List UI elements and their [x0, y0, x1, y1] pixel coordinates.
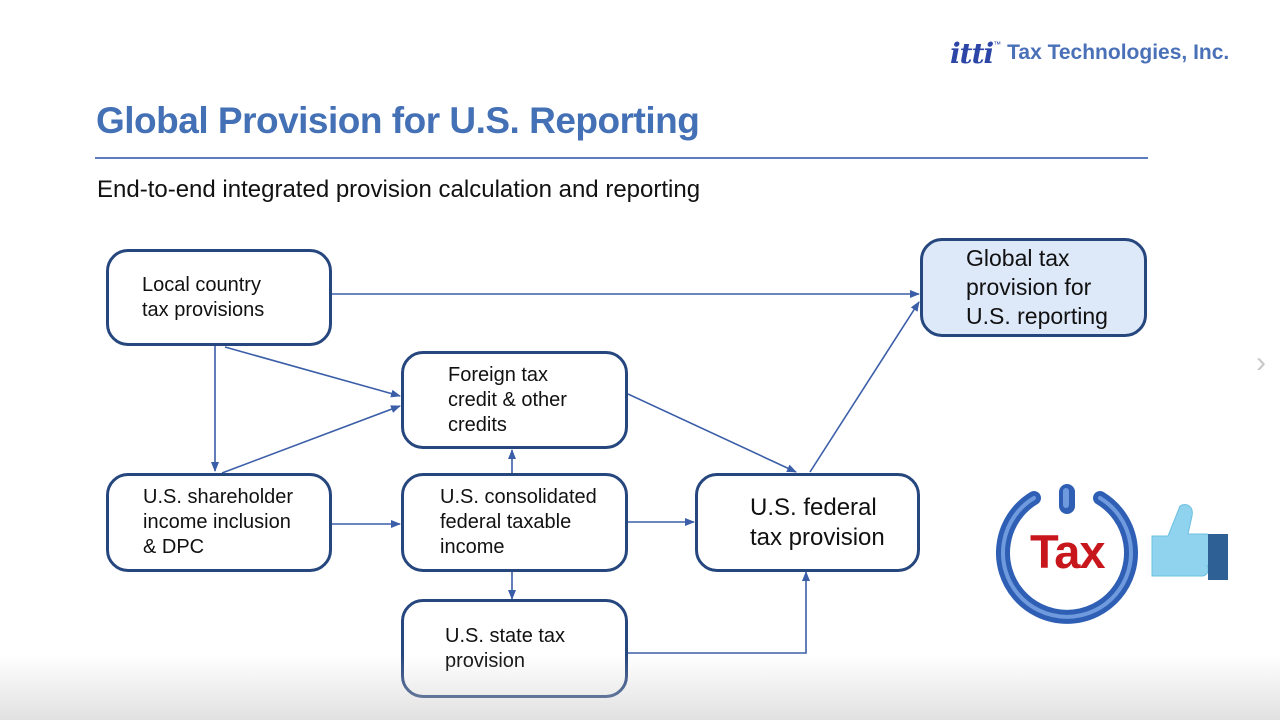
node-label: Local country tax provisions [142, 273, 265, 321]
logo-trademark: ™ [993, 40, 1002, 49]
arrow-foreign-to-federal [627, 393, 797, 473]
thumbs-up-icon [1151, 503, 1228, 580]
company-logo: itti ™ Tax Technologies, Inc. [950, 36, 1229, 70]
node-local-country-tax-provisions: Local country tax provisions [106, 249, 332, 346]
node-label: Global tax provision for U.S. reporting [966, 245, 1108, 329]
arrow-shareholder-to-foreign [221, 405, 401, 474]
node-us-consolidated-federal-taxable-income: U.S. consolidated federal taxable income [401, 473, 628, 572]
node-foreign-tax-credit: Foreign tax credit & other credits [401, 351, 628, 449]
tax-label: Tax [1030, 525, 1105, 578]
chevron-right-icon[interactable]: › [1256, 346, 1266, 379]
node-us-shareholder-income-inclusion: U.S. shareholder income inclusion & DPC [106, 473, 332, 572]
arrow-federal-to-global [809, 301, 920, 473]
arrow-state-to-federal [628, 571, 810, 654]
node-label: U.S. consolidated federal taxable income [440, 486, 597, 558]
title-divider [95, 157, 1148, 159]
logo-company-name: Tax Technologies, Inc. [1007, 41, 1230, 64]
node-global-tax-provision: Global tax provision for U.S. reporting [920, 238, 1147, 337]
node-label: U.S. shareholder income inclusion & DPC [143, 486, 294, 558]
bottom-shadow [0, 655, 1280, 720]
node-label: Foreign tax credit & other credits [448, 363, 567, 436]
logo-mark: itti [950, 36, 994, 70]
slide-subtitle: End-to-end integrated provision calculat… [97, 176, 701, 203]
power-icon [996, 484, 1138, 624]
node-label: U.S. federal tax provision [750, 493, 885, 551]
node-us-federal-tax-provision: U.S. federal tax provision [695, 473, 920, 572]
slide-title: Global Provision for U.S. Reporting [96, 100, 700, 141]
arrow-local-to-foreign [224, 346, 401, 398]
